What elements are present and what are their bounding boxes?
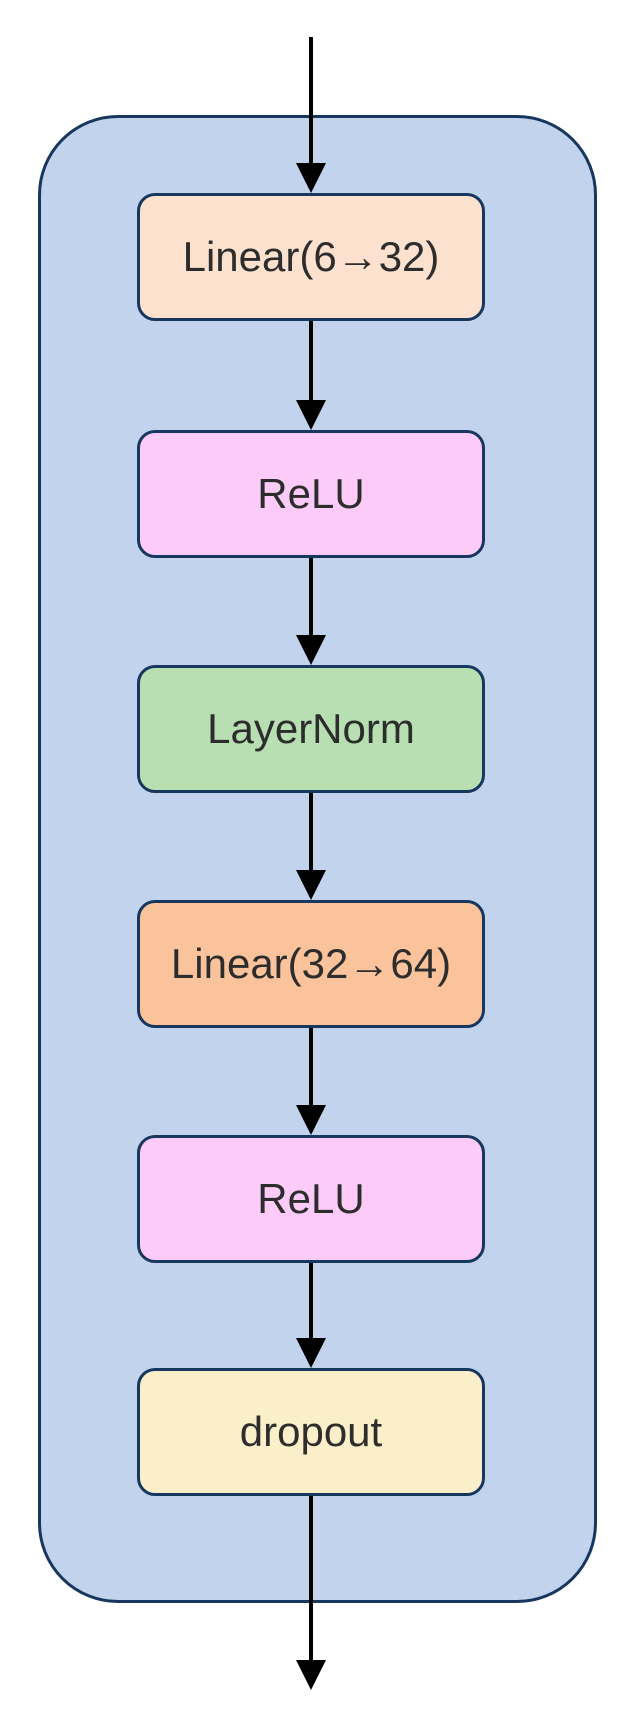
node-label: LayerNorm bbox=[207, 705, 415, 752]
node-linear-32-64: Linear(32→64) bbox=[137, 900, 485, 1028]
node-linear-6-32: Linear(6→32) bbox=[137, 193, 485, 321]
node-label: ReLU bbox=[257, 1175, 365, 1222]
node-dropout: dropout bbox=[137, 1368, 485, 1496]
node-label: dropout bbox=[239, 1408, 383, 1455]
node-label: ReLU bbox=[257, 470, 365, 517]
node-layernorm: LayerNorm bbox=[137, 665, 485, 793]
node-label: Linear(32→64) bbox=[170, 940, 452, 987]
node-relu-2: ReLU bbox=[137, 1135, 485, 1263]
node-relu-1: ReLU bbox=[137, 430, 485, 558]
node-label: Linear(6→32) bbox=[182, 233, 440, 280]
